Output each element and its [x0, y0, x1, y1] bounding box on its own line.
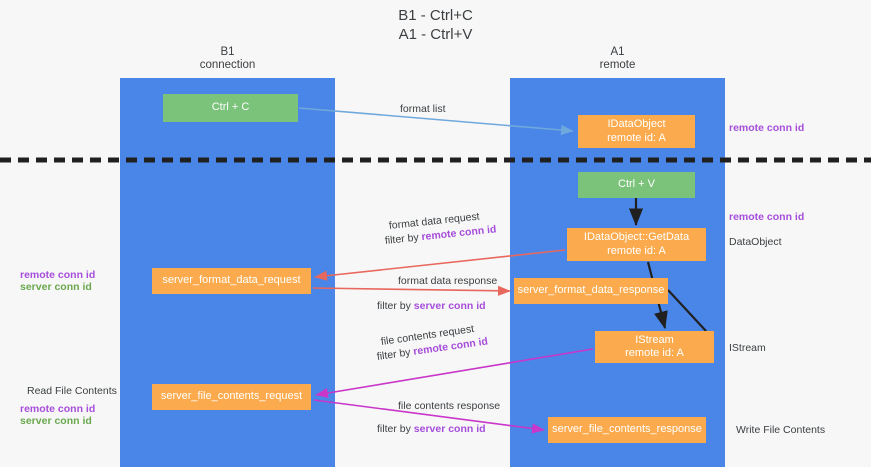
node-idataobject-sub: remote id: A — [607, 131, 666, 144]
edge-format-data-response — [312, 285, 511, 296]
node-istream-sub: remote id: A — [625, 347, 684, 359]
edge-label-file-contents-response-filter: filter by server conn id — [377, 423, 486, 436]
node-server-file-contents-response[interactable]: server_file_contents_response — [548, 417, 706, 443]
lane-header-b1: B1 connection — [120, 46, 335, 72]
filter-prefix: filter by — [377, 423, 414, 435]
node-server-file-contents-request-label: server_file_contents_request — [160, 390, 303, 403]
edge-label-file-contents-response: file contents response — [398, 400, 501, 412]
filter-key-server-conn-id: server conn id — [413, 300, 486, 312]
node-istream[interactable]: IStream remote id: A — [595, 331, 714, 363]
page-title: B1 - Ctrl+C A1 - Ctrl+V — [0, 6, 871, 44]
annotation-left-remote-conn-id-2: remote conn id — [20, 403, 96, 415]
node-server-file-contents-response-label: server_file_contents_response — [552, 423, 702, 436]
node-idataobject-getdata[interactable]: IDataObject::GetData remote id: A — [567, 228, 706, 261]
node-ctrl-v[interactable]: Ctrl + V — [578, 172, 695, 198]
node-istream-label: IStream — [635, 333, 674, 346]
filter-key-server-conn-id: server conn id — [413, 423, 486, 435]
node-server-format-data-request-label: server_format_data_request — [162, 274, 301, 287]
node-idataobject[interactable]: IDataObject remote id: A — [578, 115, 695, 148]
node-server-format-data-request[interactable]: server_format_data_request — [152, 268, 311, 294]
node-server-file-contents-request[interactable]: server_file_contents_request — [152, 384, 311, 410]
annotation-left-remote-conn-id-1: remote conn id — [20, 269, 96, 281]
annotation-remote-conn-id-top: remote conn id — [729, 122, 805, 134]
node-ctrl-c[interactable]: Ctrl + C — [163, 94, 298, 122]
annotation-read-file-contents: Read File Contents — [27, 385, 117, 397]
node-server-format-data-response-label: server_format_data_response — [517, 284, 665, 297]
node-getdata-label: IDataObject::GetData — [583, 231, 690, 243]
edge-label-format-data-response: format data response — [398, 275, 498, 287]
annotation-write-file-contents: Write File Contents — [736, 424, 826, 436]
edge-label-format-data-response-filter: filter by server conn id — [377, 300, 486, 313]
lane-header-a1: A1 remote — [510, 46, 725, 72]
filter-prefix: filter by — [377, 300, 414, 312]
annotation-left-server-conn-id-2: server conn id — [20, 415, 92, 427]
filter-prefix: filter by — [384, 231, 423, 247]
lane-header-a1-name: A1 — [610, 46, 625, 58]
node-ctrl-v-label: Ctrl + V — [618, 178, 655, 191]
lane-header-a1-role: remote — [599, 59, 636, 71]
annotation-left-server-conn-id-1: server conn id — [20, 281, 92, 293]
node-server-format-data-response[interactable]: server_format_data_response — [514, 278, 668, 304]
annotation-dataobject: DataObject — [729, 236, 782, 248]
page-title-line2: A1 - Ctrl+V — [398, 26, 473, 43]
node-getdata-sub: remote id: A — [607, 244, 666, 257]
lane-header-b1-name: B1 — [220, 46, 235, 58]
annotation-istream: IStream — [729, 342, 766, 354]
annotation-remote-conn-id-mid: remote conn id — [729, 211, 805, 223]
node-ctrl-c-label: Ctrl + C — [211, 101, 250, 114]
page-title-line1: B1 - Ctrl+C — [398, 7, 473, 24]
node-idataobject-label: IDataObject — [607, 118, 666, 130]
edge-label-format-list: format list — [400, 103, 446, 115]
lane-header-b1-role: connection — [199, 59, 256, 71]
